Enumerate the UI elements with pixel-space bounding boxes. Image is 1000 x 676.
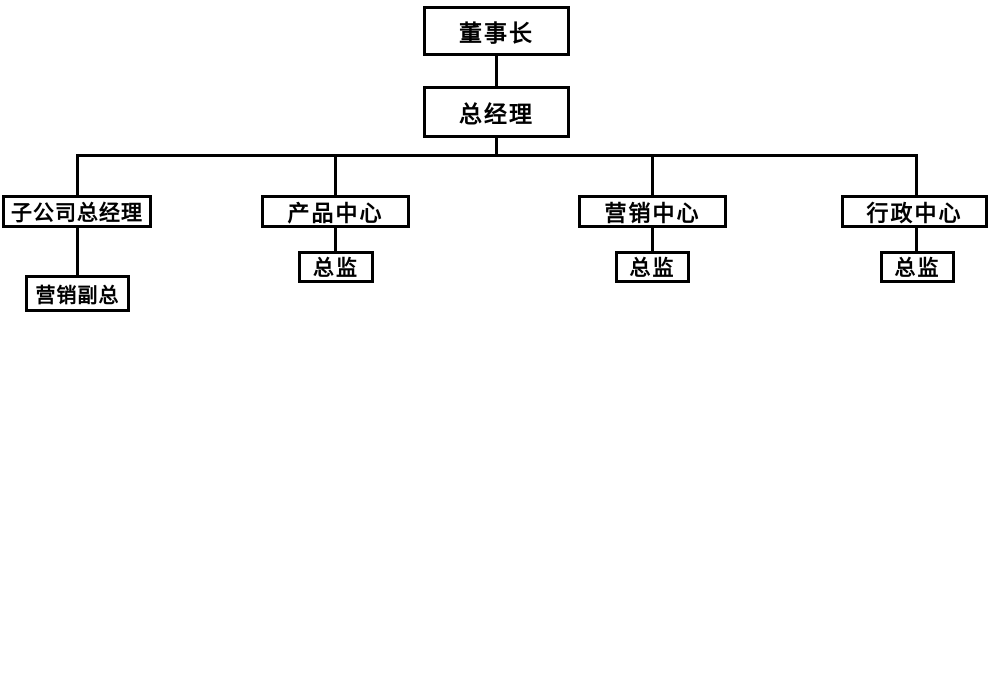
connector-bus-to-marketing-center [651,154,654,195]
org-node-marketing-director: 总监 [615,251,690,283]
connector-bus-to-subsidiary [76,154,79,195]
org-node-chairman: 董事长 [423,6,570,56]
connector-horizontal-bus [76,154,918,157]
org-node-general-manager: 总经理 [423,86,570,138]
org-node-product-director: 总监 [298,251,374,283]
org-node-product-center: 产品中心 [261,195,410,228]
org-node-admin-center: 行政中心 [841,195,988,228]
connector-gm-to-bus [495,138,498,155]
connector-marketing-to-director [651,228,654,251]
connector-chairman-to-gm [495,56,498,86]
connector-admin-to-director [915,228,918,251]
org-node-marketing-deputy: 营销副总 [25,275,130,312]
connector-product-to-director [334,228,337,251]
org-node-marketing-center: 营销中心 [578,195,727,228]
connector-bus-to-admin-center [915,154,918,195]
connector-subsidiary-to-deputy [76,228,79,275]
connector-bus-to-product-center [334,154,337,195]
org-node-admin-director: 总监 [880,251,955,283]
org-node-subsidiary-gm: 子公司总经理 [2,195,152,228]
